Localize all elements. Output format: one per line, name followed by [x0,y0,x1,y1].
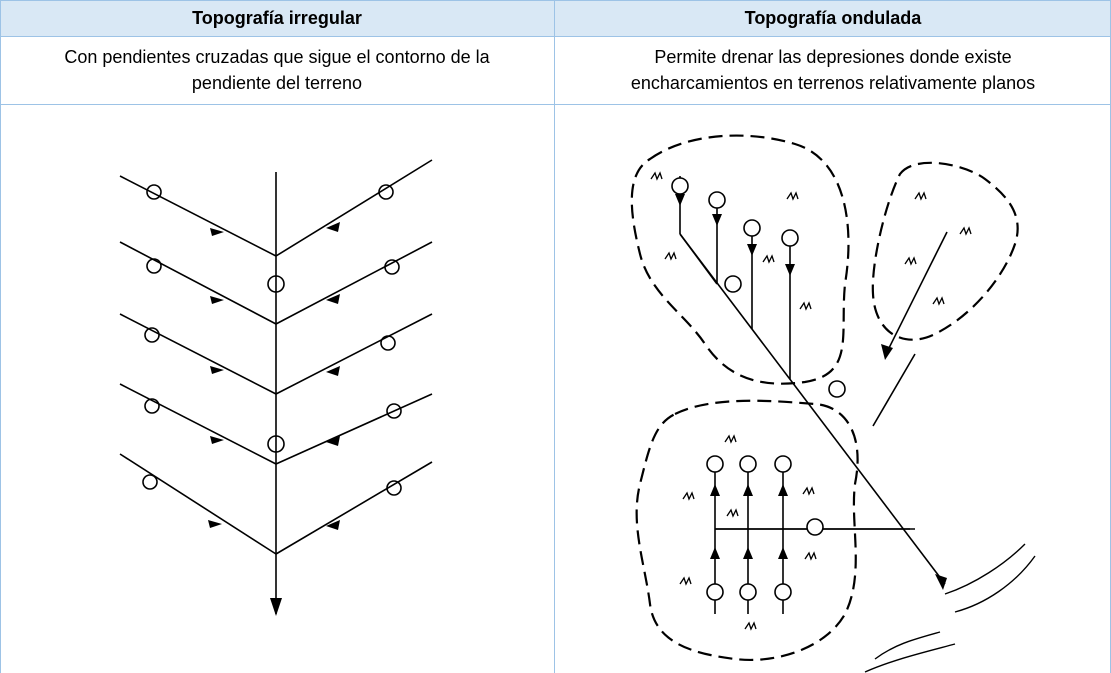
main-drain-arrow-icon [270,598,282,616]
desc-irregular-line2: pendiente del terreno [191,73,363,93]
desc-undulating: Permite drenar las depresiones donde exi… [555,36,1111,104]
depression-outline-top-left [630,134,850,385]
border-middle [554,0,555,673]
header-undulating: Topografía ondulada [555,0,1111,36]
depression-outline-bottom [635,399,859,661]
desc-undulating-wrap: Permite drenar las depresiones donde exi… [631,44,1035,96]
herringbone-drain-diagram [119,159,433,616]
border-header [0,36,1111,37]
undulating-drain-diagram [630,134,1036,673]
header-undulating-text: Topografía ondulada [744,7,922,28]
header-irregular: Topografía irregular [0,0,554,36]
desc-irregular-wrap: Con pendientes cruzadas que sigue el con… [64,44,489,96]
border-desc [0,104,1111,105]
desc-undulating-line1: Permite drenar las depresiones donde exi… [654,47,1012,67]
border-left [0,0,1,673]
desc-irregular-line1: Con pendientes cruzadas que sigue el con… [64,47,490,67]
border-top [0,0,1111,1]
desc-undulating-line2: encharcamientos en terrenos relativament… [630,73,1036,93]
depression-outline-top-right [871,161,1019,341]
desc-irregular: Con pendientes cruzadas que sigue el con… [0,36,554,104]
main-collector-line [679,233,946,585]
header-irregular-text: Topografía irregular [192,7,362,28]
